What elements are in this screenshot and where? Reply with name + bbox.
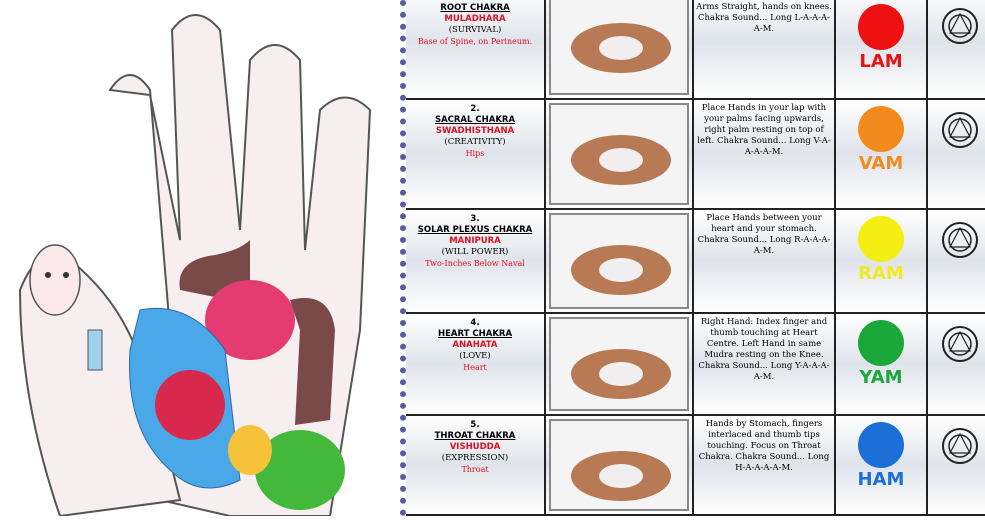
chakra-location: Two-Inches Below Naval	[425, 259, 525, 268]
chakra-number: 1.	[406, 0, 544, 3]
chakra-info-cell: 5. THROAT CHAKRA VISHUDDA (EXPRESSION) T…	[406, 416, 546, 514]
chakra-row: 2. SACRAL CHAKRA SWADHISTHANA (CREATIVIT…	[406, 100, 985, 210]
chakra-number: 3.	[470, 214, 480, 224]
chakra-location: Throat	[461, 465, 489, 474]
mudra-photo-cell	[546, 100, 694, 208]
chakra-location: Heart	[463, 363, 487, 372]
chakra-location: Hips	[465, 149, 485, 158]
chakra-sound: RAM	[858, 263, 904, 284]
chakra-color-cell: RAM	[836, 210, 928, 312]
mudra-photo-cell	[546, 210, 694, 312]
mudra-hand-photo	[549, 419, 689, 511]
chakra-info-cell: 2. SACRAL CHAKRA SWADHISTHANA (CREATIVIT…	[406, 100, 546, 208]
chakra-number: 5.	[470, 420, 480, 430]
chakra-sanskrit: MULADHARA	[444, 14, 506, 24]
chakra-table: 1. ROOT CHAKRA MULADHARA (SURVIVAL) Base…	[400, 0, 985, 516]
chakra-sanskrit: ANAHATA	[452, 340, 498, 350]
mudra-hand-photo	[549, 103, 689, 205]
chakra-color-dot	[858, 4, 904, 50]
chakra-symbol-icon	[941, 428, 978, 464]
chakra-quality: (LOVE)	[459, 351, 491, 361]
chakra-symbol-cell	[928, 314, 985, 414]
chakra-color-dot	[858, 422, 904, 468]
chakra-info-cell: 1. ROOT CHAKRA MULADHARA (SURVIVAL) Base…	[406, 0, 546, 98]
chakra-sound: LAM	[859, 51, 903, 72]
chakra-symbol-cell	[928, 210, 985, 312]
chakra-name: SOLAR PLEXUS CHAKRA	[417, 225, 533, 235]
chakra-symbol-icon	[941, 112, 978, 148]
chakra-symbol-icon	[941, 222, 978, 258]
chakra-sound: VAM	[858, 153, 904, 174]
mudra-hand-photo	[549, 0, 689, 95]
chakra-row: 1. ROOT CHAKRA MULADHARA (SURVIVAL) Base…	[406, 0, 985, 100]
chakra-quality: (SURVIVAL)	[448, 25, 502, 35]
chakra-sanskrit: VISHUDDA	[449, 442, 501, 452]
chakra-name: ROOT CHAKRA	[440, 3, 510, 13]
mudra-instructions: Place Hands in your lap with your palms …	[694, 100, 836, 208]
mudra-instructions: Place Hands between your heart and your …	[694, 210, 836, 312]
hand-organ-map-illustration	[0, 0, 400, 518]
chakra-symbol-icon	[941, 326, 978, 362]
chakra-info-cell: 3. SOLAR PLEXUS CHAKRA MANIPURA (WILL PO…	[406, 210, 546, 312]
chakra-quality: (EXPRESSION)	[441, 453, 509, 463]
chakra-name: HEART CHAKRA	[437, 329, 513, 339]
chakra-symbol-cell	[928, 0, 985, 98]
chakra-symbol-cell	[928, 100, 985, 208]
chakra-quality: (WILL POWER)	[441, 247, 509, 257]
chakra-number: 2.	[470, 104, 480, 114]
chakra-color-cell: LAM	[836, 0, 928, 98]
mudra-photo-cell	[546, 314, 694, 414]
chakra-color-dot	[858, 106, 904, 152]
mudra-instructions: Thumb & Index fingers touch. Arms Straig…	[694, 0, 836, 98]
chakra-color-dot	[858, 320, 904, 366]
chakra-row: 5. THROAT CHAKRA VISHUDDA (EXPRESSION) T…	[406, 416, 985, 516]
chakra-row: 4. HEART CHAKRA ANAHATA (LOVE) Heart Rig…	[406, 314, 985, 416]
chakra-name: SACRAL CHAKRA	[434, 115, 516, 125]
chakra-info-cell: 4. HEART CHAKRA ANAHATA (LOVE) Heart	[406, 314, 546, 414]
chakra-sanskrit: SWADHISTHANA	[435, 126, 515, 136]
chakra-color-dot	[858, 216, 904, 262]
chakra-sound: HAM	[857, 469, 905, 490]
chakra-number: 4.	[470, 318, 480, 328]
chakra-symbol-cell	[928, 416, 985, 514]
mudra-instructions: Hands by Stomach, fingers interlaced and…	[694, 416, 836, 514]
chakra-name: THROAT CHAKRA	[434, 431, 516, 441]
chakra-color-cell: YAM	[836, 314, 928, 414]
chakra-quality: (CREATIVITY)	[444, 137, 506, 147]
chakra-color-cell: VAM	[836, 100, 928, 208]
chakra-sanskrit: MANIPURA	[449, 236, 501, 246]
mudra-hand-photo	[549, 213, 689, 309]
mudra-photo-cell	[546, 0, 694, 98]
chakra-location: Base of Spine, on Perineum.	[417, 37, 533, 46]
chakra-symbol-icon	[941, 8, 978, 44]
chakra-row: 3. SOLAR PLEXUS CHAKRA MANIPURA (WILL PO…	[406, 210, 985, 314]
mudra-photo-cell	[546, 416, 694, 514]
mudra-hand-photo	[549, 317, 689, 411]
chakra-sound: YAM	[859, 367, 903, 388]
mudra-instructions: Right Hand: Index finger and thumb touch…	[694, 314, 836, 414]
chakra-color-cell: HAM	[836, 416, 928, 514]
